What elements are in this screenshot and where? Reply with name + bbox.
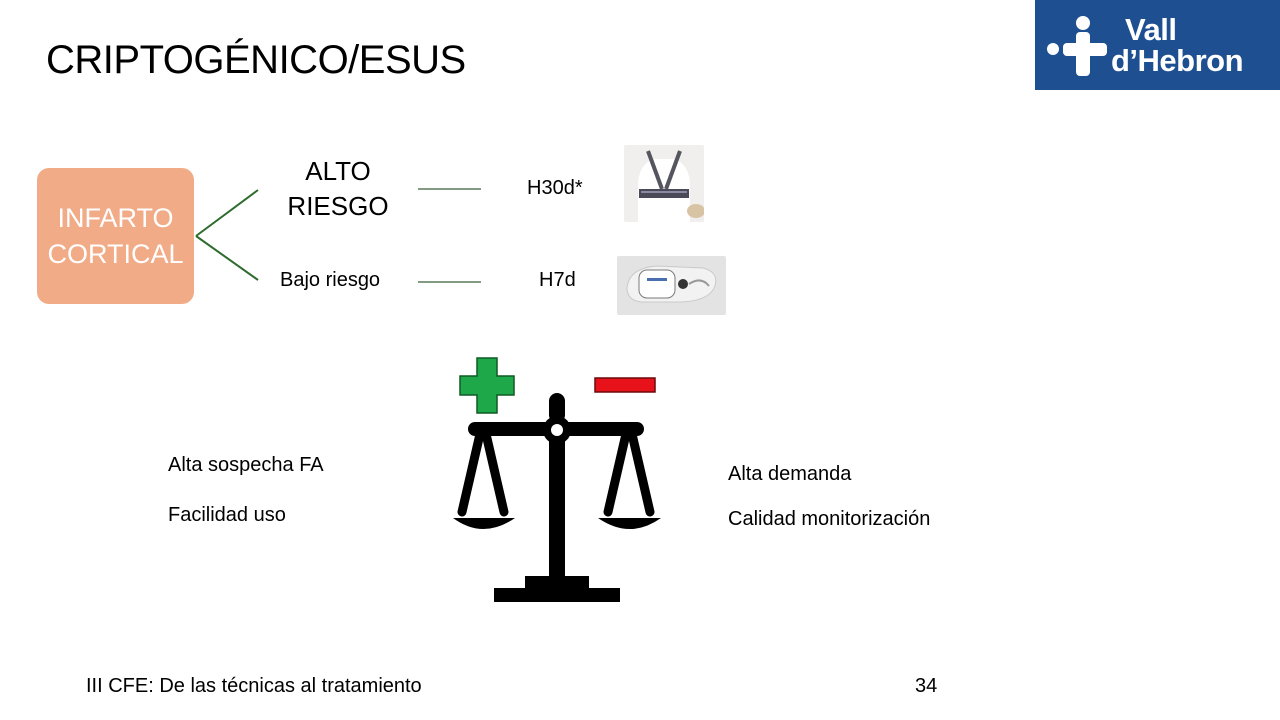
holter-30d-label: H30d* (527, 177, 583, 200)
balance-scale-icon (440, 390, 670, 605)
pro-item-2: Facilidad uso (168, 504, 286, 527)
holter-7d-label: H7d (539, 269, 576, 292)
high-risk-label: ALTO RIESGO (270, 154, 406, 224)
con-item-1: Alta demanda (728, 463, 851, 486)
high-risk-line2: RIESGO (270, 189, 406, 224)
high-risk-line1: ALTO (270, 154, 406, 189)
con-item-2: Calidad monitorización (728, 508, 930, 531)
page-number: 34 (915, 675, 937, 698)
patch-monitor-image (617, 256, 726, 315)
footer-text: III CFE: De las técnicas al tratamiento (86, 675, 422, 698)
holter-vest-image (624, 145, 704, 222)
pro-item-1: Alta sospecha FA (168, 454, 324, 477)
low-risk-label: Bajo riesgo (280, 269, 380, 292)
